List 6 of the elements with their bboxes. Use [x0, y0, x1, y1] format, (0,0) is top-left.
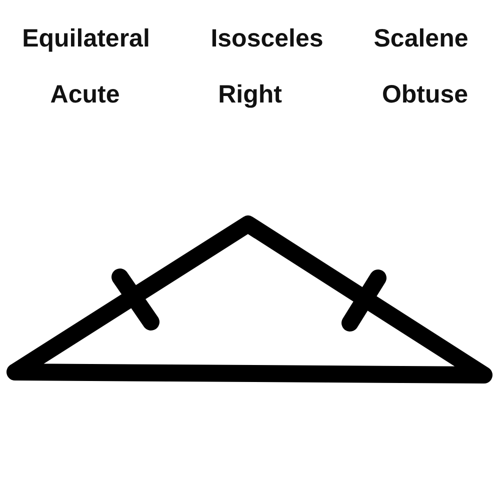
- triangle-type-label: Scalene: [374, 24, 468, 54]
- triangle-type-label: Equilateral: [22, 24, 150, 54]
- triangle-type-label: Obtuse: [382, 80, 468, 110]
- triangle-type-label: Right: [218, 80, 282, 110]
- triangle-type-label: Acute: [50, 80, 120, 110]
- triangle-type-label: Isosceles: [210, 24, 324, 54]
